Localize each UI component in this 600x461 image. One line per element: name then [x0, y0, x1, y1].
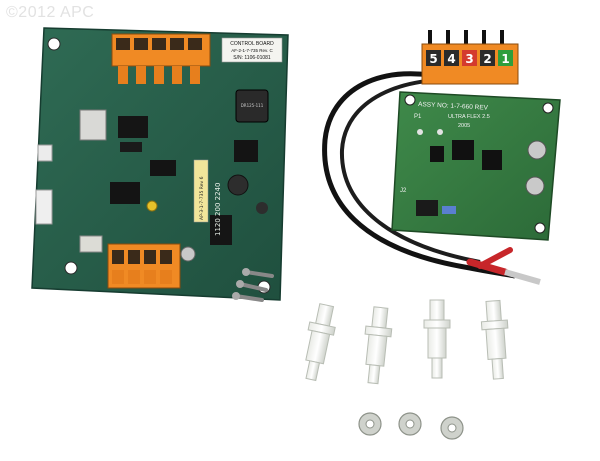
ic-chip — [150, 160, 176, 176]
control-board: CONTROL BOARD AF-2-1-7-735 Rev. C S/N: 1… — [31, 27, 289, 301]
terminal-number: 5 — [429, 52, 437, 66]
terminal-number-badge — [498, 50, 513, 66]
label-part: AF-2-1-7-735 Rev. C — [231, 48, 273, 53]
mounting-hole — [534, 222, 546, 234]
numbered-terminal-block: 5 4 3 2 1 — [421, 30, 519, 85]
power-board: ASSY NO: 1-7-660 REV ULTRA FLEX 2.5 2005… — [391, 91, 561, 241]
year-text: 2005 — [458, 123, 470, 129]
nylon-standoff — [480, 299, 509, 380]
capacitor — [525, 176, 545, 196]
side-connector — [35, 189, 53, 225]
p1-label: P1 — [414, 114, 422, 120]
capacitor — [227, 174, 249, 196]
screw-head — [180, 246, 196, 262]
nylon-standoff — [364, 306, 393, 385]
washer — [398, 412, 422, 436]
terminal-number: 3 — [465, 52, 473, 66]
terminal-number-badge — [426, 50, 441, 66]
copyright-watermark: ©2012 APC — [6, 4, 95, 21]
terminal-number-badge — [462, 50, 477, 66]
nylon-standoff — [423, 299, 451, 379]
label-serial: S/N: 1106-01081 — [233, 55, 271, 61]
label-title: CONTROL BOARD — [230, 41, 274, 47]
nylon-standoff — [305, 303, 336, 382]
mounting-hole — [404, 94, 416, 106]
terminal-number: 1 — [501, 52, 509, 66]
side-code-text: 1120 200 2240 — [214, 183, 222, 236]
top-terminal-block — [111, 33, 211, 84]
capacitor — [256, 202, 268, 214]
ic-chip — [430, 146, 444, 162]
mounting-hole — [542, 102, 554, 114]
transistor — [120, 142, 142, 152]
inductor-label: DR125-111 — [241, 103, 264, 108]
terminal-number: 4 — [447, 52, 455, 66]
crimp-connectors — [466, 247, 541, 285]
capacitor — [527, 140, 547, 160]
side-connector — [37, 144, 53, 162]
relay — [416, 200, 438, 216]
ic-chip — [110, 182, 140, 204]
transistor — [118, 116, 148, 138]
mounting-hole — [64, 261, 78, 275]
j2-label: J2 — [400, 188, 407, 194]
ultra-flex-text: ULTRA FLEX 2.5 — [448, 114, 490, 120]
small-module — [79, 235, 103, 253]
terminal-number: 2 — [483, 52, 491, 66]
washer — [358, 412, 382, 436]
black-cable-2 — [339, 77, 481, 264]
terminal-number-badge — [480, 50, 495, 66]
inductor: DR125-111 — [235, 89, 269, 123]
side-label-text: AP-3-1-7-735 Rev 6 — [199, 176, 205, 220]
washer — [440, 416, 464, 440]
ic-chip — [210, 215, 232, 245]
resistor — [442, 206, 456, 214]
black-cable — [322, 71, 516, 279]
trim-potentiometer — [146, 200, 158, 212]
ic-chip — [452, 140, 474, 160]
ic-chip — [482, 150, 502, 170]
mounting-hole — [47, 37, 61, 51]
terminal-number-badge — [444, 50, 459, 66]
screws — [232, 268, 274, 302]
side-label — [193, 159, 209, 223]
ic-chip — [234, 140, 258, 162]
heatsink — [79, 109, 107, 141]
bottom-terminal-block — [107, 243, 181, 289]
assy-text: ASSY NO: 1-7-660 REV — [418, 101, 489, 112]
control-board-label: CONTROL BOARD AF-2-1-7-735 Rev. C S/N: 1… — [221, 37, 283, 63]
